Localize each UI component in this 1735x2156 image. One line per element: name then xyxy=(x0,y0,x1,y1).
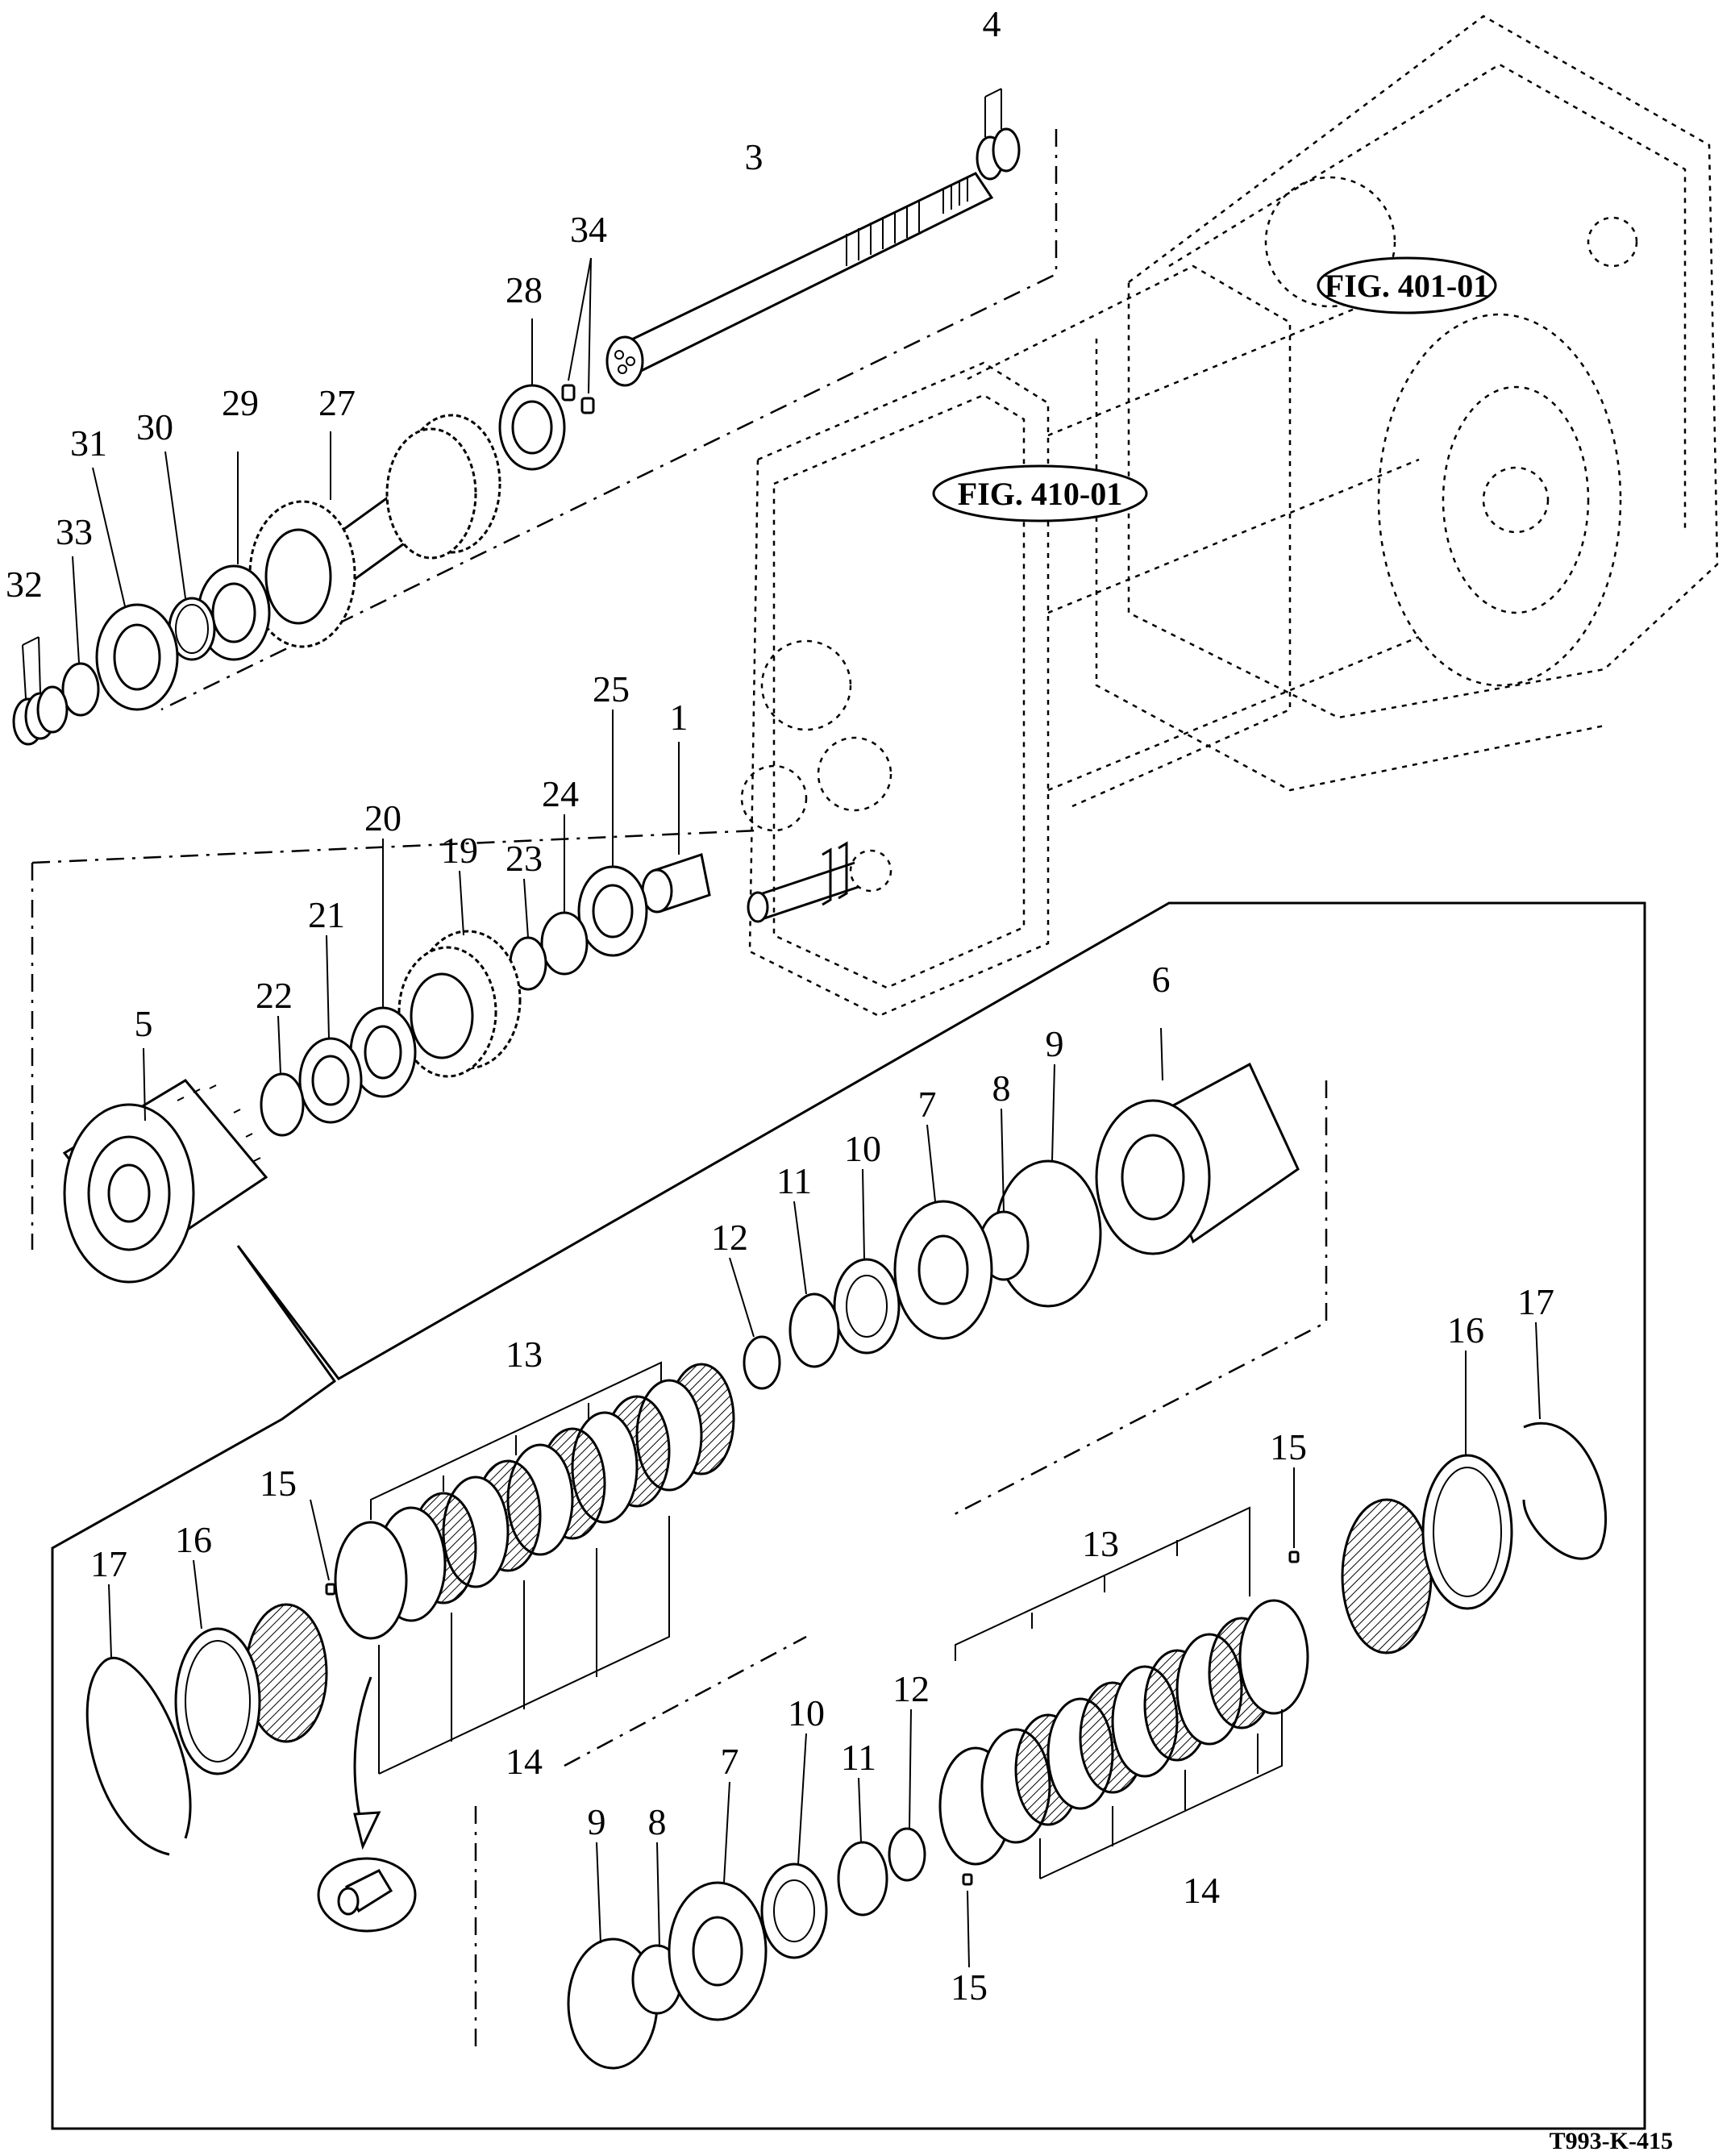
callout-5: 5 xyxy=(135,1003,153,1044)
callout-7b: 7 xyxy=(721,1741,739,1782)
part-1-sleeve xyxy=(641,742,711,914)
callouts: 1 3 4 5 6 7 7 8 8 9 9 10 10 11 11 12 12 … xyxy=(6,3,1554,2008)
callout-27: 27 xyxy=(318,382,356,423)
callout-29: 29 xyxy=(222,382,259,423)
part-17-snap-ring-lower xyxy=(1522,1321,1608,1560)
arrow-head xyxy=(353,1811,381,1850)
part-30-ring xyxy=(164,451,216,661)
callout-23: 23 xyxy=(506,838,543,879)
part-11-washer-upper xyxy=(788,1201,840,1368)
callout-20: 20 xyxy=(364,797,402,839)
callout-28: 28 xyxy=(506,269,543,310)
part-19-gear xyxy=(397,870,522,1078)
callout-11a: 11 xyxy=(776,1160,812,1201)
callout-9a: 9 xyxy=(1046,1023,1064,1064)
part-16-plate-lower xyxy=(1341,1498,1433,1654)
callout-11b: 11 xyxy=(841,1737,876,1778)
callout-17b: 17 xyxy=(1517,1281,1554,1322)
part-6-clutch-housing xyxy=(1095,1027,1300,1255)
callout-33: 33 xyxy=(56,511,93,552)
part-12-snap-ring-lower xyxy=(888,1709,926,1882)
part-32-shims xyxy=(12,636,69,746)
callout-8b: 8 xyxy=(648,1801,667,1842)
detent-detail-inset xyxy=(317,1857,417,1933)
detail-arrow xyxy=(353,1676,372,1831)
callout-16a: 16 xyxy=(175,1519,212,1560)
part-17-snap-ring-upper xyxy=(85,1584,192,1856)
part-24-ring xyxy=(540,814,589,976)
callout-15a: 15 xyxy=(260,1463,297,1504)
part-34-pins xyxy=(561,257,595,414)
callout-19: 19 xyxy=(441,830,478,871)
callout-10a: 10 xyxy=(844,1128,881,1169)
callout-13a: 13 xyxy=(506,1334,543,1375)
part-10-seal-lower xyxy=(760,1733,828,1959)
clutch-pack-upper xyxy=(334,1361,735,1775)
callout-16b: 16 xyxy=(1447,1309,1484,1351)
callout-32: 32 xyxy=(6,564,43,605)
callout-9b: 9 xyxy=(588,1801,606,1842)
part-3-main-shaft xyxy=(605,172,994,387)
callout-17a: 17 xyxy=(90,1543,127,1584)
transmission-housing xyxy=(740,15,1719,1018)
callout-24: 24 xyxy=(542,773,579,814)
part-25-bearing xyxy=(577,710,648,957)
callout-22: 22 xyxy=(256,975,293,1016)
callout-30: 30 xyxy=(136,406,173,447)
part-33-snap-ring xyxy=(61,556,100,717)
callout-7a: 7 xyxy=(918,1084,937,1125)
part-7-piston-upper xyxy=(893,1124,993,1340)
callout-13b: 13 xyxy=(1082,1523,1119,1564)
part-15-detent-upper xyxy=(310,1499,336,1596)
drawing-code: T993-K-415 xyxy=(1550,2128,1673,2154)
fig-410-reference: FIG. 410-01 xyxy=(932,464,1148,522)
callout-10b: 10 xyxy=(788,1692,825,1734)
part-28-bearing xyxy=(498,318,566,471)
part-22-snap-ring xyxy=(260,1015,305,1137)
part-11-washer-lower xyxy=(837,1777,888,1917)
callout-25: 25 xyxy=(593,668,630,710)
callout-12b: 12 xyxy=(892,1668,930,1709)
part-15-detent-lower-b xyxy=(962,1873,973,1968)
clutch-pack-lower xyxy=(938,1506,1309,1879)
part-7-piston-lower xyxy=(668,1781,768,2021)
callout-4: 4 xyxy=(983,3,1001,44)
part-21-bearing xyxy=(298,934,363,1124)
part-31-bearing xyxy=(92,467,179,711)
inset-frame xyxy=(51,901,1646,2130)
fig-410-label: FIG. 410-01 xyxy=(958,476,1122,512)
part-27-gear-cluster xyxy=(248,414,501,648)
fig-401-reference: FIG. 401-01 xyxy=(1317,256,1497,314)
callout-15c: 15 xyxy=(951,1967,988,2008)
callout-31: 31 xyxy=(70,422,107,464)
part-12-snap-ring-upper xyxy=(729,1257,781,1390)
callout-15b: 15 xyxy=(1270,1426,1307,1467)
callout-34: 34 xyxy=(570,209,607,250)
part-4-snap-rings xyxy=(976,88,1021,181)
callout-8a: 8 xyxy=(992,1068,1011,1109)
callout-3: 3 xyxy=(745,136,763,177)
part-15-detent-lower-a xyxy=(1288,1467,1300,1563)
part-10-seal-upper xyxy=(833,1168,901,1355)
callout-12a: 12 xyxy=(711,1217,748,1258)
part-23-snap-ring xyxy=(509,878,547,991)
callout-14b: 14 xyxy=(1183,1870,1220,1911)
callout-6: 6 xyxy=(1152,959,1171,1000)
part-16-endplate-upper xyxy=(174,1559,261,1775)
fig-401-label: FIG. 401-01 xyxy=(1325,268,1489,304)
part-16-endplate-lower xyxy=(1421,1351,1513,1610)
part-20-bearing xyxy=(349,839,417,1098)
callout-14a: 14 xyxy=(506,1741,543,1782)
callout-1: 1 xyxy=(670,697,689,738)
part-5-clutch-drum xyxy=(62,1047,268,1284)
callout-21: 21 xyxy=(308,894,345,935)
